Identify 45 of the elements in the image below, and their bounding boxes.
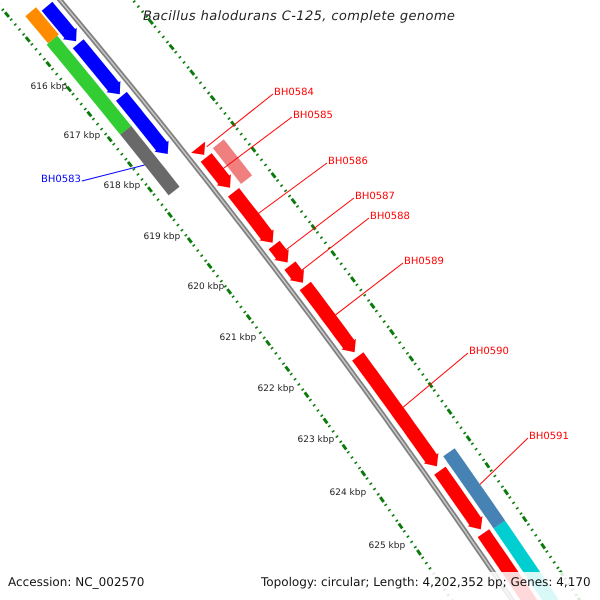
gene-label: BH0585: [293, 109, 333, 123]
gene-block: [300, 282, 356, 352]
gene-block: [268, 240, 289, 262]
gene-bar: [443, 448, 506, 528]
gene-block: [200, 153, 231, 188]
gene-label: BH0584: [274, 86, 314, 100]
scale-label: 618 kbp: [104, 180, 140, 193]
scale-label: 625 kbp: [368, 540, 406, 553]
gene-label: BH0589: [404, 255, 444, 269]
gene-label: BH0587: [355, 190, 395, 204]
gene-block: [284, 261, 304, 283]
gene-block: [228, 188, 274, 243]
leader-line: [258, 162, 328, 214]
scale-label: 621 kbp: [220, 332, 256, 345]
gene-block: [116, 92, 169, 154]
gene-block: [191, 142, 206, 155]
scale-label: 617 kbp: [64, 130, 100, 143]
scale-label: 624 kbp: [330, 487, 366, 500]
gene-bar: [25, 7, 59, 44]
gene-label: BH0583: [41, 173, 81, 187]
leader-line: [223, 116, 292, 169]
leader-line: [402, 352, 468, 408]
gene-block: [42, 2, 77, 42]
accession-text: Accession: NC_002570: [8, 575, 144, 589]
scale-label: 622 kbp: [258, 383, 294, 396]
leader-line: [302, 218, 370, 270]
leader-line: [335, 262, 404, 316]
gene-label: BH0588: [370, 210, 410, 224]
scale-label: 619 kbp: [144, 231, 180, 244]
leader-line: [480, 438, 528, 485]
leader-line: [286, 198, 354, 250]
map-title: Bacillus halodurans C-125, complete genome: [143, 10, 456, 24]
gene-bar: [212, 139, 252, 184]
gene-bar: [120, 126, 180, 196]
gene-block: [434, 466, 482, 530]
genome-info-text: Topology: circular; Length: 4,202,352 bp; Genes: 4,170: [261, 575, 591, 589]
gene-block: [352, 352, 438, 466]
scale-label: 620 kbp: [188, 281, 224, 294]
scale-label: 623 kbp: [298, 434, 334, 447]
gene-label: BH0590: [469, 345, 509, 359]
scale-label: 616 kbp: [30, 81, 68, 94]
gene-label: BH0591: [529, 430, 569, 444]
gene-block: [72, 39, 120, 94]
gene-label: BH0586: [328, 155, 368, 169]
leader-line: [206, 94, 274, 148]
